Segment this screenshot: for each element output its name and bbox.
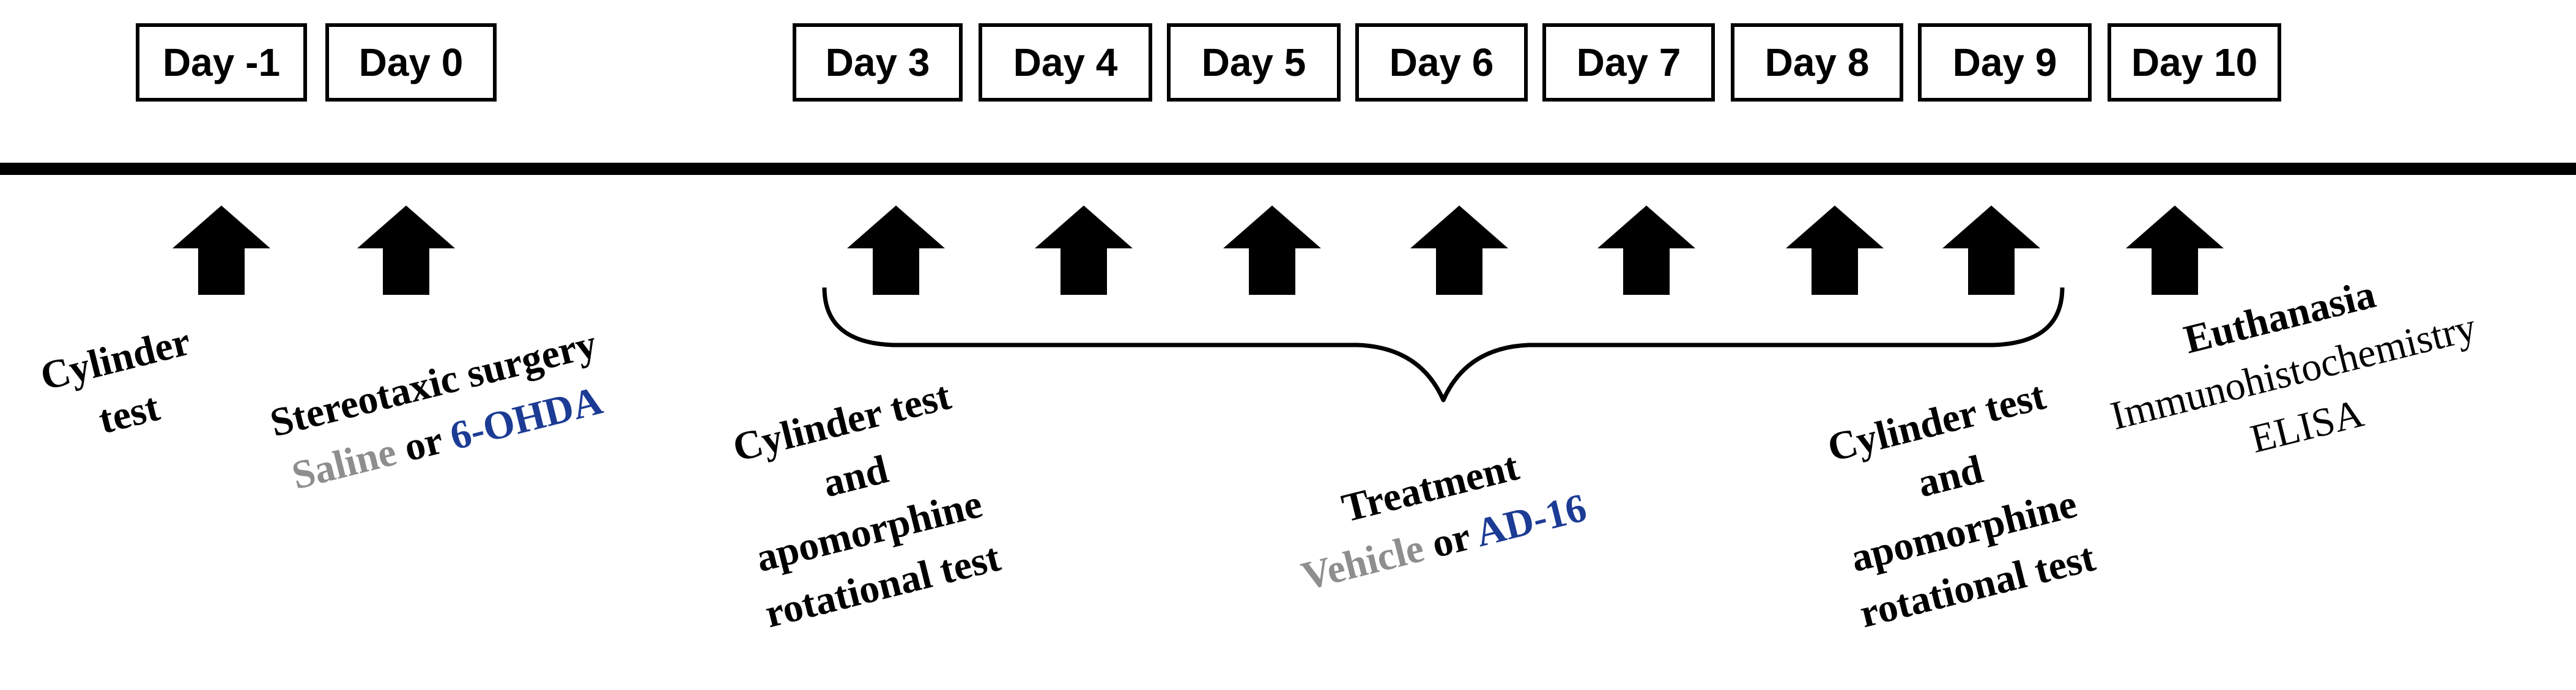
day-box-10: Day 10	[2108, 23, 2281, 102]
up-arrow-icon	[1786, 206, 1884, 295]
up-arrow-icon	[1410, 206, 1508, 295]
day-label: Day 5	[1201, 40, 1306, 84]
day-box-8: Day 8	[1731, 23, 1903, 102]
up-arrow-icon	[1035, 206, 1133, 295]
or-connector: or	[1427, 514, 1475, 567]
up-arrow-icon	[1597, 206, 1695, 295]
day-label: Day -1	[162, 40, 281, 84]
or-connector: or	[399, 418, 447, 470]
day-box-0: Day 0	[325, 23, 497, 102]
up-arrow-icon	[1223, 206, 1321, 295]
day-box-minus-1: Day -1	[136, 23, 307, 102]
up-arrow-icon	[847, 206, 945, 295]
treatment-label: Treatment Vehicle or AD-16	[1246, 416, 1629, 614]
up-arrow-icon	[172, 206, 270, 295]
day-label: Day 6	[1389, 40, 1494, 84]
day-box-5: Day 5	[1167, 23, 1341, 102]
stereotaxic-surgery-label: Stereotaxic surgery Saline or 6-OHDA	[219, 305, 662, 518]
day-box-6: Day 6	[1355, 23, 1528, 102]
day-box-9: Day 9	[1918, 23, 2092, 102]
day-label: Day 9	[1952, 40, 2057, 84]
day-label: Day 3	[825, 40, 930, 84]
cylinder-test-label: Cylinder test	[26, 311, 219, 462]
up-arrow-icon	[357, 206, 455, 295]
endpoint-label: Euthanasia Immunohistochemistry ELISA	[2048, 234, 2539, 510]
timeline-line	[0, 163, 2576, 175]
day-box-3: Day 3	[793, 23, 963, 102]
tests-day3-label: Cylinder test and apomorphine rotational…	[657, 351, 1067, 658]
day-label: Day 4	[1013, 40, 1118, 84]
treatment-brace	[820, 285, 2067, 404]
day-label: Day 10	[2131, 40, 2258, 84]
up-arrow-icon	[2126, 206, 2224, 295]
day-box-4: Day 4	[979, 23, 1152, 102]
day-box-7: Day 7	[1542, 23, 1715, 102]
day-label: Day 7	[1576, 40, 1681, 84]
day-label: Day 8	[1764, 40, 1870, 84]
up-arrow-icon	[1942, 206, 2040, 295]
day-label: Day 0	[358, 40, 464, 84]
